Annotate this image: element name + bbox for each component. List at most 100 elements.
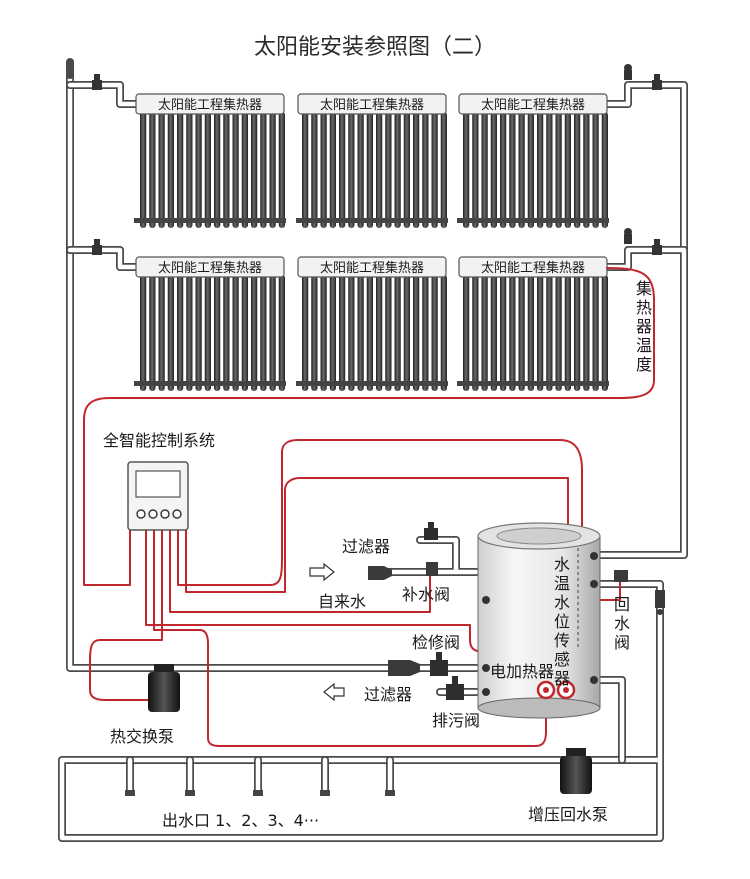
top-filter: [368, 566, 392, 580]
vacuum-tube: [509, 112, 516, 228]
vacuum-tube: [140, 112, 147, 228]
air-vent-valves: [92, 64, 662, 255]
vacuum-tube: [527, 112, 534, 228]
service-valve-label: 检修阀: [412, 633, 460, 652]
collector-header-plate: [458, 93, 608, 115]
vacuum-tube: [339, 112, 346, 228]
vacuum-tube: [422, 112, 429, 228]
vacuum-tube: [431, 112, 438, 228]
vacuum-tube: [431, 275, 438, 391]
vacuum-tube: [269, 275, 276, 391]
vacuum-tube: [394, 275, 401, 391]
vacuum-tube: [518, 275, 525, 391]
vacuum-tube: [403, 112, 410, 228]
heat-pump-label: 热交换泵: [110, 727, 174, 746]
vacuum-tube: [472, 112, 479, 228]
vacuum-tube: [518, 112, 525, 228]
collector-label: 太阳能工程集热器: [481, 97, 585, 113]
collector-header-plate: [297, 256, 447, 278]
vacuum-tube: [463, 275, 470, 391]
vacuum-tube: [214, 275, 221, 391]
collector-label: 太阳能工程集热器: [481, 260, 585, 276]
vacuum-tube: [339, 275, 346, 391]
vacuum-tube: [546, 275, 553, 391]
makeup-valve: [424, 522, 438, 576]
vacuum-tube: [302, 275, 309, 391]
filter-bottom-label: 过滤器: [364, 685, 412, 704]
collector-panel: 太阳能工程集热器: [457, 256, 609, 391]
collector-temp-label: 集热器温度: [636, 279, 652, 374]
collector-panel: 太阳能工程集热器: [134, 93, 286, 228]
vacuum-tube: [348, 112, 355, 228]
vacuum-tube: [186, 275, 193, 391]
heat-exchange-pump: [148, 664, 180, 712]
collector-bottom-rail: [457, 381, 609, 386]
vacuum-tube: [158, 112, 165, 228]
vacuum-tube: [555, 275, 562, 391]
collector-panel: 太阳能工程集热器: [296, 93, 448, 228]
service-valve: [388, 652, 448, 676]
control-unit: [127, 461, 189, 531]
vacuum-tube: [320, 275, 327, 391]
collector-header-plate: [458, 256, 608, 278]
vacuum-tube: [214, 112, 221, 228]
vacuum-tube: [490, 112, 497, 228]
drain-valve: [446, 676, 464, 700]
vacuum-tube: [232, 275, 239, 391]
vacuum-tube: [527, 275, 534, 391]
vacuum-tube: [366, 275, 373, 391]
filter-top-label: 过滤器: [342, 537, 390, 556]
vacuum-tube: [394, 112, 401, 228]
vacuum-tube: [223, 112, 230, 228]
return-valve-label: 回水阀: [614, 595, 630, 652]
collector-label: 太阳能工程集热器: [158, 260, 262, 276]
collector-array: 太阳能工程集热器太阳能工程集热器太阳能工程集热器太阳能工程集热器太阳能工程集热器…: [134, 93, 609, 391]
vacuum-tube: [311, 112, 318, 228]
collector-label: 太阳能工程集热器: [320, 97, 424, 113]
vacuum-tube: [509, 275, 516, 391]
collector-bottom-rail: [296, 218, 448, 223]
vacuum-tube: [555, 112, 562, 228]
vacuum-tube: [278, 112, 285, 228]
vacuum-tube: [260, 275, 267, 391]
vacuum-tube: [385, 112, 392, 228]
collector-bottom-rail: [457, 218, 609, 223]
collector-bottom-rail: [296, 381, 448, 386]
vacuum-tube: [592, 275, 599, 391]
vacuum-tube: [204, 275, 211, 391]
vacuum-tube: [167, 275, 174, 391]
vacuum-tube: [177, 112, 184, 228]
outlets-label: 出水口 1、2、3、4···: [162, 811, 319, 830]
vacuum-tube: [232, 112, 239, 228]
control-wires: [83, 267, 655, 747]
vacuum-tube: [348, 275, 355, 391]
vacuum-tube: [583, 275, 590, 391]
vacuum-tube: [537, 275, 544, 391]
vacuum-tube: [601, 112, 608, 228]
vacuum-tube: [311, 275, 318, 391]
collector-header-plate: [135, 93, 285, 115]
outlet-taps: [125, 790, 395, 796]
page-title: 太阳能安装参照图（二）: [254, 35, 496, 60]
vacuum-tube: [329, 275, 336, 391]
vacuum-tube: [385, 275, 392, 391]
vacuum-tube: [376, 112, 383, 228]
vacuum-tube: [422, 275, 429, 391]
vacuum-tube: [177, 275, 184, 391]
vacuum-tube: [564, 112, 571, 228]
collector-panel: 太阳能工程集热器: [296, 256, 448, 391]
control-system-label: 全智能控制系统: [103, 431, 215, 450]
electric-heater-label: 电加热器: [490, 662, 554, 681]
vacuum-tube: [537, 112, 544, 228]
collector-header-plate: [297, 93, 447, 115]
vacuum-tube: [574, 112, 581, 228]
vacuum-tube: [329, 112, 336, 228]
vacuum-tube: [413, 275, 420, 391]
collector-label: 太阳能工程集热器: [158, 97, 262, 113]
vacuum-tube: [481, 112, 488, 228]
vacuum-tube: [366, 112, 373, 228]
collector-bottom-rail: [134, 381, 286, 386]
vacuum-tube: [260, 112, 267, 228]
collector-bottom-rail: [134, 218, 286, 223]
